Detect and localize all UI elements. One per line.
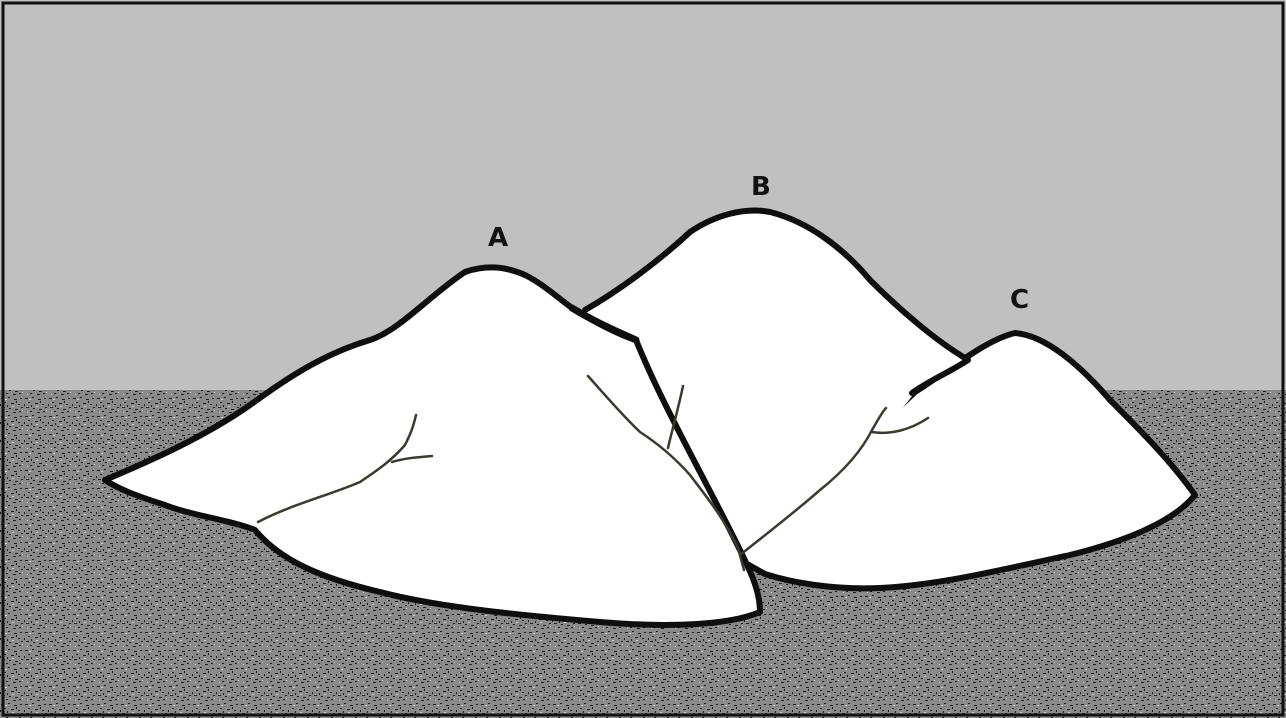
peak-label-b: B	[751, 172, 771, 202]
peak-label-a: A	[488, 223, 508, 253]
peak-label-c: C	[1010, 285, 1029, 315]
